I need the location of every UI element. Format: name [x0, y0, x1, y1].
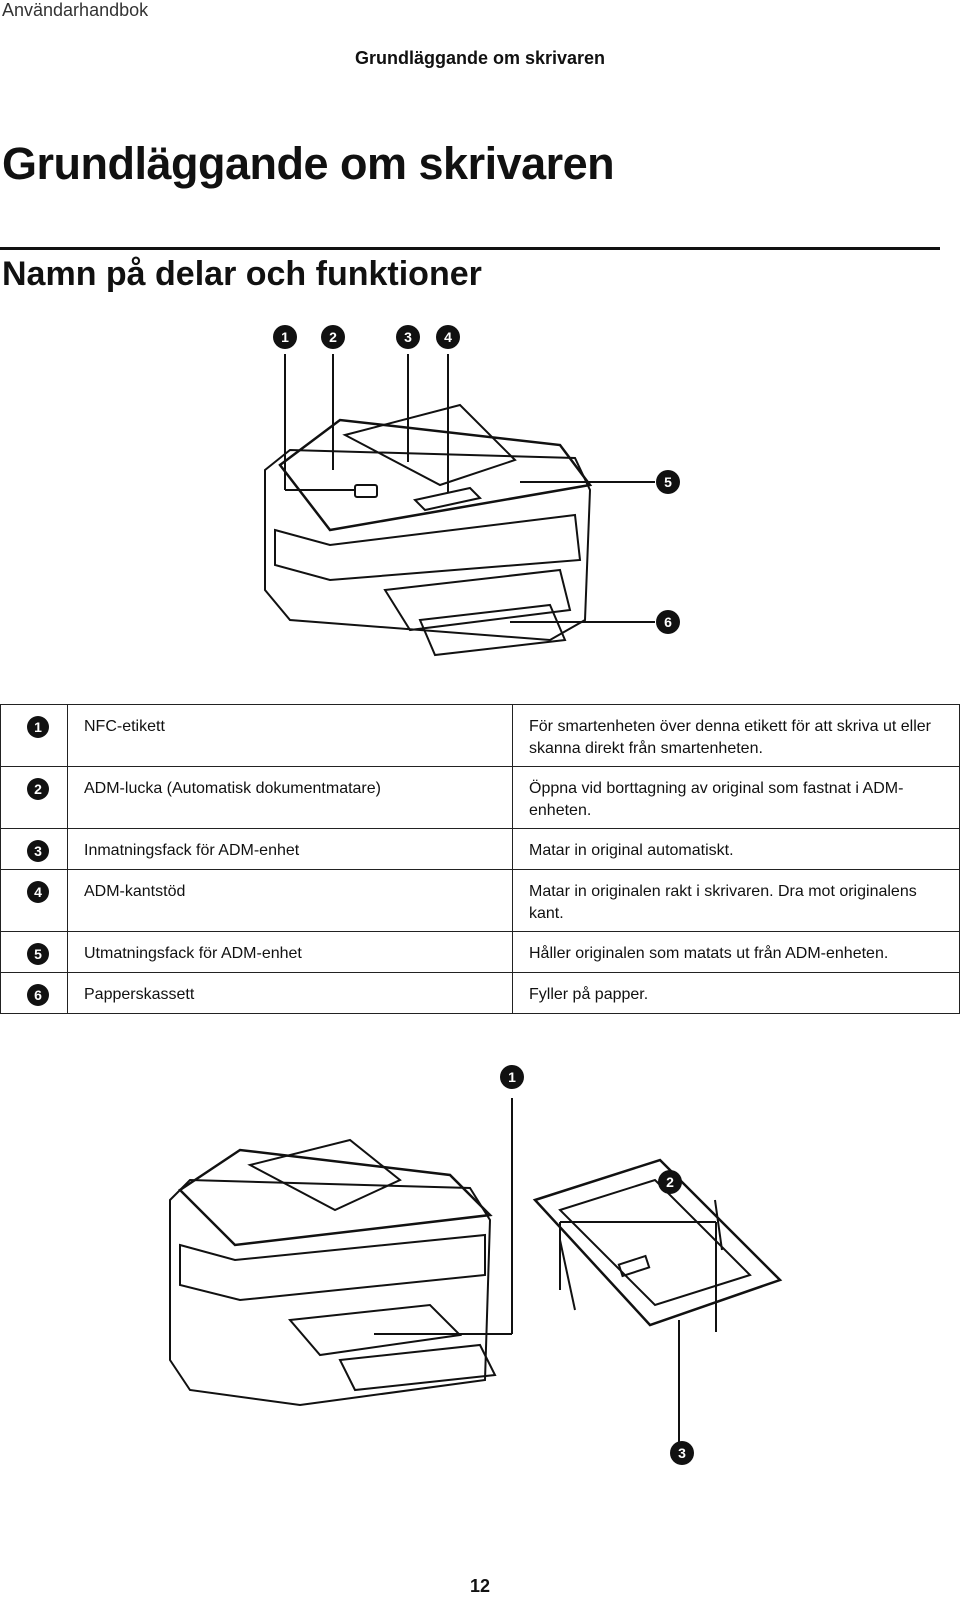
- row-number-badge: 6: [27, 984, 49, 1006]
- printer-cassette-figure: 1 2 3: [169, 1065, 783, 1465]
- callout-3-label: 3: [404, 329, 412, 345]
- callout-1: 1: [273, 325, 297, 349]
- table-row: 1 NFC-etikett För smartenheten över denn…: [0, 704, 960, 767]
- callout-1: 1: [500, 1065, 524, 1089]
- callout-2: 2: [321, 325, 345, 349]
- part-name: Inmatningsfack för ADM-enhet: [67, 828, 513, 870]
- callout-2-label: 2: [329, 329, 337, 345]
- paper-cassette-removed: [532, 1158, 783, 1327]
- printer-body-outline: [264, 448, 592, 642]
- part-description: Matar in originalen rakt i skrivaren. Dr…: [512, 869, 960, 932]
- part-description: Fyller på papper.: [512, 972, 960, 1014]
- callout-5-label: 5: [664, 474, 672, 490]
- front-paper-tray: [288, 1303, 463, 1357]
- table-row: 2 ADM-lucka (Automatisk dokumentmatare) …: [0, 766, 960, 829]
- row-number-badge: 4: [27, 881, 49, 903]
- page-number: 12: [469, 1576, 491, 1596]
- part-name: NFC-etikett: [67, 704, 513, 767]
- output-tray: [383, 568, 572, 632]
- paper-cassette: [418, 603, 567, 657]
- callout-3: 3: [670, 1441, 694, 1465]
- part-description: Matar in original automatiskt.: [512, 828, 960, 870]
- table-row: 5 Utmatningsfack för ADM-enhet Håller or…: [0, 931, 960, 973]
- row-number-badge: 1: [27, 716, 49, 738]
- part-name: ADM-kantstöd: [67, 869, 513, 932]
- document-header: Användarhandbok: [0, 0, 960, 20]
- nfc-label-mark: [354, 484, 378, 498]
- edge-guide-right: [714, 1199, 723, 1251]
- cassette-label-mark: [617, 1254, 651, 1278]
- printer-front-panel: [274, 513, 582, 582]
- part-description: Håller originalen som matats ut från ADM…: [512, 931, 960, 973]
- cassette-inner: [558, 1178, 752, 1307]
- part-name: Utmatningsfack för ADM-enhet: [67, 931, 513, 973]
- row-number-badge: 3: [27, 840, 49, 862]
- part-description: Öppna vid borttagning av original som fa…: [512, 766, 960, 829]
- table-row: 4 ADM-kantstöd Matar in originalen rakt …: [0, 869, 960, 932]
- part-name: Papperskassett: [67, 972, 513, 1014]
- extended-output-tray: [338, 1343, 497, 1392]
- heading-divider: [0, 247, 940, 250]
- adf-input-tray: [247, 1138, 402, 1212]
- printer-body-outline: [169, 1178, 492, 1407]
- printer-front-figure: 1 2 3 4 5 6: [264, 325, 680, 657]
- printer-front-panel: [179, 1233, 486, 1302]
- callout-5: 5: [656, 470, 680, 494]
- adf-tray-slot: [412, 486, 483, 512]
- table-row: 6 Papperskassett Fyller på papper.: [0, 972, 960, 1014]
- callout-4-label: 4: [444, 329, 452, 345]
- part-description: För smartenheten över denna etikett för …: [512, 704, 960, 767]
- callout-6: 6: [656, 610, 680, 634]
- parts-table: 1 NFC-etikett För smartenheten över denn…: [0, 704, 960, 1014]
- callout-3: 3: [396, 325, 420, 349]
- callout-1-label: 1: [508, 1069, 516, 1085]
- row-number-badge: 5: [27, 943, 49, 965]
- edge-guide-left: [559, 1239, 576, 1311]
- callout-2-label: 2: [666, 1174, 674, 1190]
- section-title: Namn på delar och funktioner: [2, 255, 482, 293]
- adf-input-tray: [342, 403, 517, 487]
- page-title: Grundläggande om skrivaren: [2, 138, 615, 189]
- row-number-badge: 2: [27, 778, 49, 800]
- table-row: 3 Inmatningsfack för ADM-enhet Matar in …: [0, 828, 960, 870]
- callout-1-label: 1: [281, 329, 289, 345]
- running-title: Grundläggande om skrivaren: [354, 48, 606, 68]
- callout-2: 2: [658, 1170, 682, 1194]
- callout-4: 4: [436, 325, 460, 349]
- printer-adf-top: [178, 1148, 493, 1247]
- callout-6-label: 6: [664, 614, 672, 630]
- printer-adf-top: [278, 418, 593, 532]
- part-name: ADM-lucka (Automatisk dokumentmatare): [67, 766, 513, 829]
- callout-3-label: 3: [678, 1445, 686, 1461]
- manual-title: Användarhandbok: [2, 0, 149, 20]
